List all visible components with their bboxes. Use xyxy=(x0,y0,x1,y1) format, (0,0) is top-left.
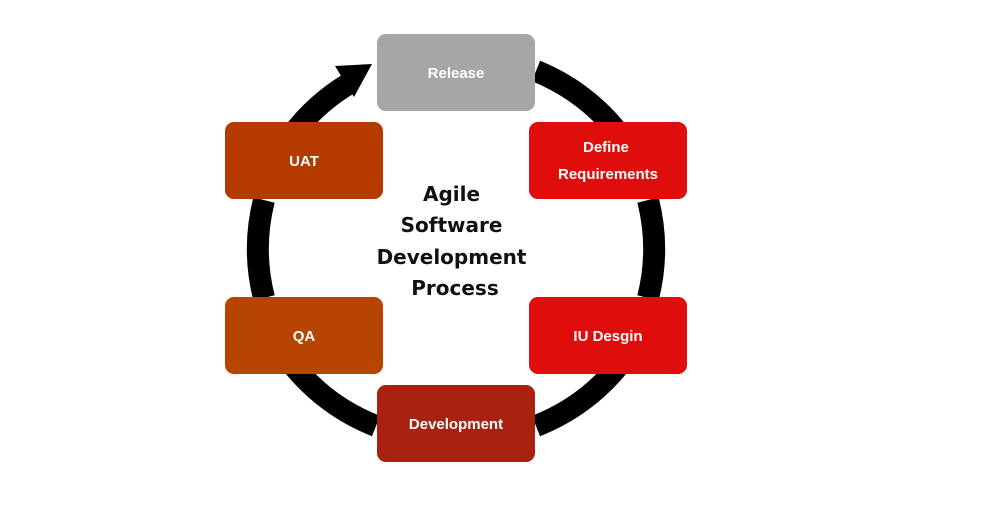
stage-qa-box xyxy=(225,297,383,374)
stage-development: Development xyxy=(377,385,535,462)
stage-qa: QA xyxy=(225,297,383,374)
stage-development-box xyxy=(377,385,535,462)
stage-iu-design-label-line: IU Desgin xyxy=(573,328,642,345)
stage-uat-label: UAT xyxy=(289,153,319,170)
stage-development-label-line: Development xyxy=(409,416,503,433)
stage-define-requirements: Define Requirements xyxy=(529,122,687,199)
stage-iu-design-box xyxy=(529,297,687,374)
stage-release-label-line: Release xyxy=(428,65,485,82)
stage-qa-label: QA xyxy=(293,328,316,345)
stage-iu-design: IU Desgin xyxy=(529,297,687,374)
stage-release: Release xyxy=(377,34,535,111)
stage-qa-label-line: QA xyxy=(293,328,316,345)
stage-release-box xyxy=(377,34,535,111)
stage-uat-box xyxy=(225,122,383,199)
diagram-title-line-2: Software xyxy=(401,213,503,237)
stage-development-label: Development xyxy=(409,416,503,433)
diagram-title-line-3: Development xyxy=(377,245,527,269)
stage-define-requirements-label: Define Requirements xyxy=(558,139,658,183)
ring-segment-define-to-design xyxy=(637,197,666,301)
stage-uat: UAT xyxy=(225,122,383,199)
stage-define-requirements-label-line-1: Define xyxy=(583,139,629,156)
diagram-title-line-1: Agile xyxy=(423,182,480,206)
diagram-title-line-4: Process xyxy=(411,276,499,300)
stage-define-requirements-box xyxy=(529,122,687,199)
stage-uat-label-line: UAT xyxy=(289,153,319,170)
stage-iu-design-label: IU Desgin xyxy=(573,328,642,345)
diagram-title: Agile Software Development Process xyxy=(377,182,534,300)
cycle-arrowhead-icon xyxy=(335,64,372,97)
ring-segment-qa-to-uat xyxy=(246,197,275,301)
stage-release-label: Release xyxy=(428,65,485,82)
stage-define-requirements-label-line-2: Requirements xyxy=(558,166,658,183)
